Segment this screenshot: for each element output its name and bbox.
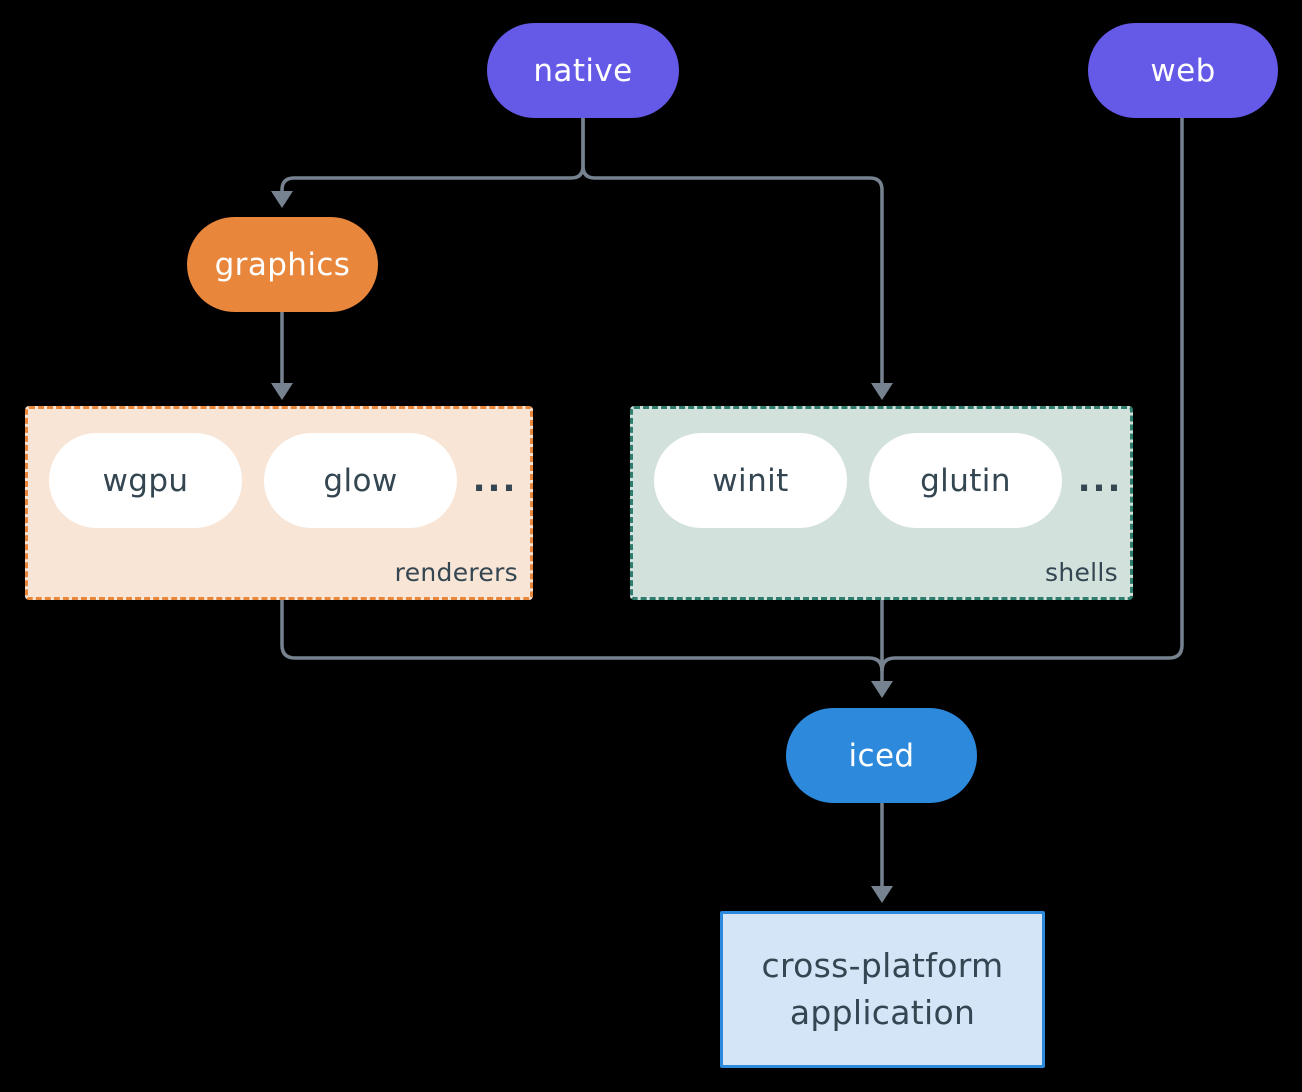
node-wgpu: wgpu (49, 433, 242, 528)
shells-group-label: shells (1045, 558, 1118, 587)
group-shells: winit glutin ... shells (630, 406, 1133, 600)
node-winit: winit (654, 433, 847, 528)
arrowhead-into-graphics (271, 191, 293, 208)
group-renderers: wgpu glow ... renderers (25, 406, 533, 600)
node-native-label: native (533, 52, 633, 89)
node-web-label: web (1150, 52, 1216, 89)
app-label: cross-platform application (761, 945, 1004, 1032)
renderers-group-label: renderers (394, 558, 518, 587)
node-glutin-label: glutin (920, 462, 1011, 499)
arrowhead-into-renderers (271, 383, 293, 400)
edge-native-graphics (280, 118, 585, 193)
node-iced: iced (786, 708, 977, 803)
node-web: web (1088, 23, 1278, 118)
node-wgpu-label: wgpu (102, 462, 189, 499)
node-glow: glow (264, 433, 457, 528)
node-winit-label: winit (712, 462, 789, 499)
arrowhead-into-shells (871, 383, 893, 400)
shells-ellipsis: ... (1077, 460, 1123, 500)
node-graphics: graphics (187, 217, 378, 312)
node-glutin: glutin (869, 433, 1062, 528)
edge-native-shells (581, 118, 884, 385)
renderers-ellipsis: ... (472, 460, 518, 500)
node-glow-label: glow (323, 462, 398, 499)
edge-renderers-iced (280, 600, 884, 672)
node-graphics-label: graphics (214, 246, 351, 283)
node-cross-platform-application: cross-platform application (720, 911, 1045, 1068)
arrowhead-into-iced (871, 681, 893, 698)
arrowhead-into-app (871, 886, 893, 903)
node-native: native (487, 23, 679, 118)
node-iced-label: iced (848, 737, 915, 774)
